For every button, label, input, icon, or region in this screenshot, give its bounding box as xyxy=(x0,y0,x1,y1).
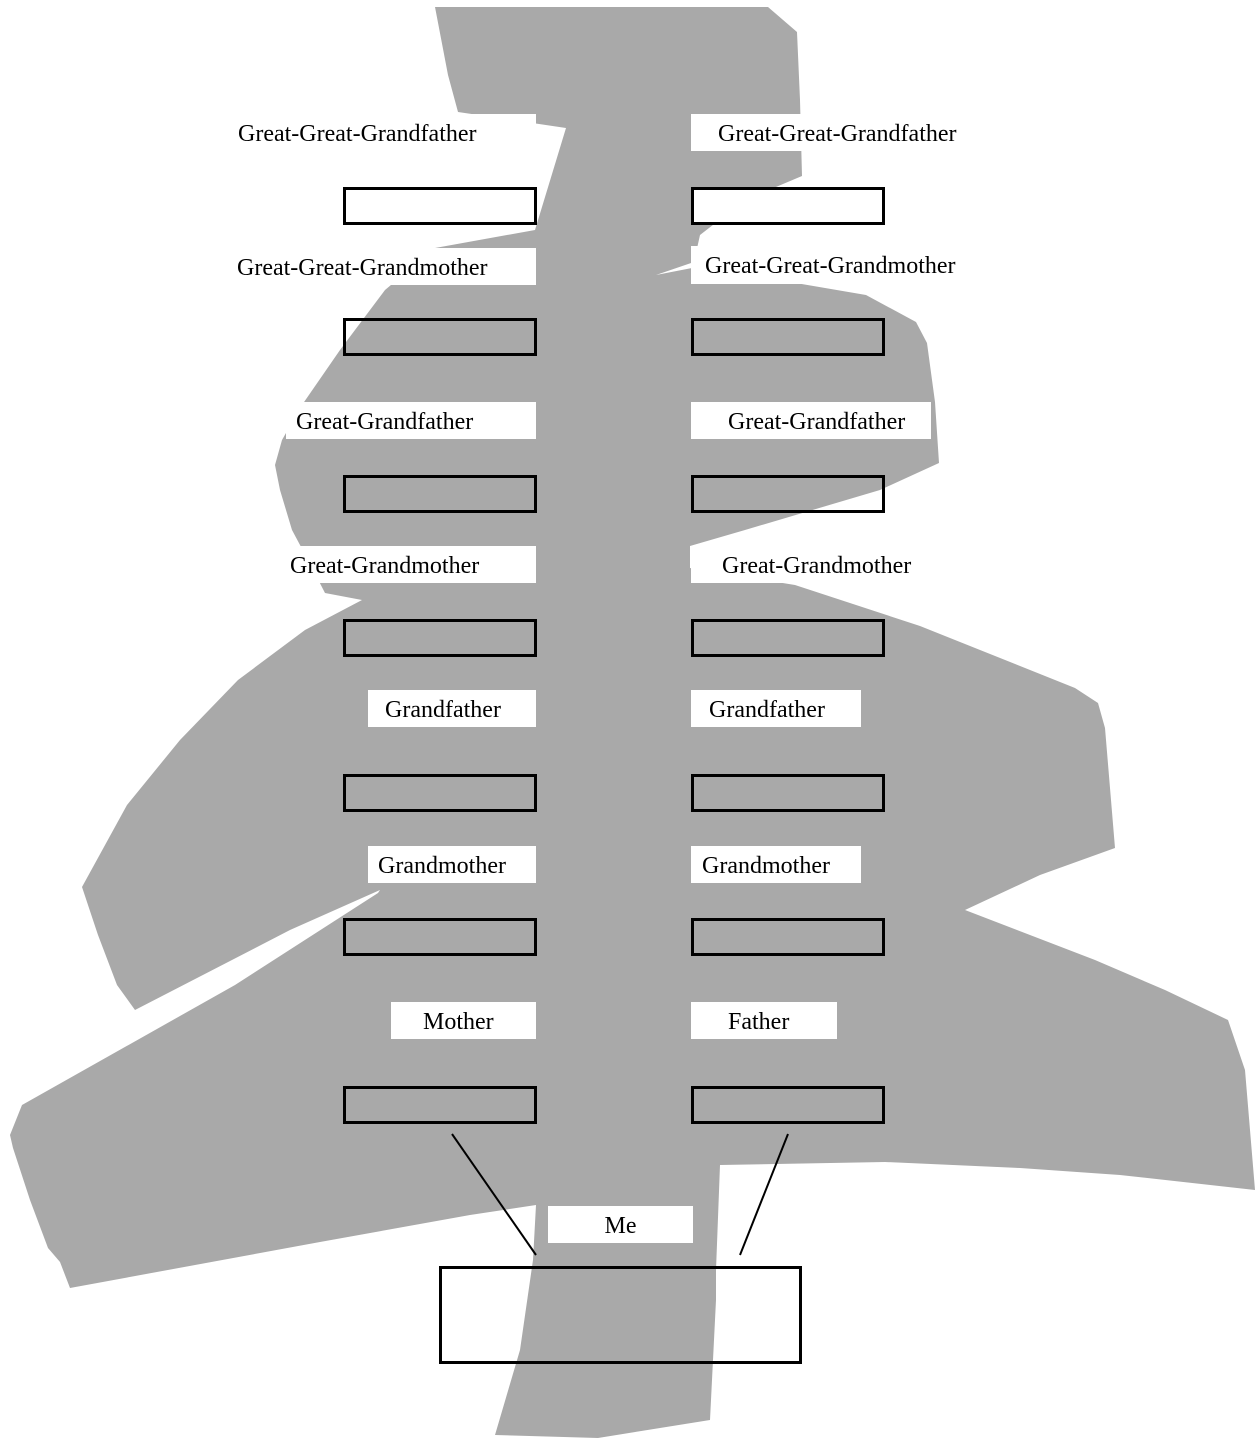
box-right-great-grandfather[interactable] xyxy=(691,475,885,513)
label-father: Father xyxy=(691,1002,837,1039)
box-right-grandfather[interactable] xyxy=(691,774,885,812)
box-right-great-grandmother[interactable] xyxy=(691,619,885,657)
mother-connector-line xyxy=(451,1133,537,1256)
box-me[interactable] xyxy=(439,1266,802,1364)
box-left-great-great-grandfather[interactable] xyxy=(343,187,537,225)
label-right-grandfather: Grandfather xyxy=(691,690,861,727)
box-left-great-great-grandmother[interactable] xyxy=(343,318,537,356)
label-left-great-grandmother: Great-Grandmother xyxy=(286,546,536,583)
box-right-great-great-grandfather[interactable] xyxy=(691,187,885,225)
box-father[interactable] xyxy=(691,1086,885,1124)
label-right-great-grandmother: Great-Grandmother xyxy=(691,546,941,583)
label-left-grandmother: Grandmother xyxy=(368,846,536,883)
label-left-great-great-grandfather: Great-Great-Grandfather xyxy=(236,114,536,151)
tree-crown-shape xyxy=(10,7,1255,1438)
label-right-great-great-grandmother: Great-Great-Grandmother xyxy=(691,246,991,284)
box-right-grandmother[interactable] xyxy=(691,918,885,956)
label-left-grandfather: Grandfather xyxy=(368,690,536,727)
box-right-great-great-grandmother[interactable] xyxy=(691,318,885,356)
label-left-great-grandfather: Great-Grandfather xyxy=(286,402,536,439)
label-left-great-great-grandmother: Great-Great-Grandmother xyxy=(236,248,536,285)
box-left-great-grandfather[interactable] xyxy=(343,475,537,513)
box-left-grandmother[interactable] xyxy=(343,918,537,956)
box-left-grandfather[interactable] xyxy=(343,774,537,812)
label-me: Me xyxy=(548,1206,693,1243)
label-mother: Mother xyxy=(391,1002,536,1039)
box-mother[interactable] xyxy=(343,1086,537,1124)
label-right-great-grandfather: Great-Grandfather xyxy=(691,402,931,439)
box-left-great-grandmother[interactable] xyxy=(343,619,537,657)
father-connector-line xyxy=(739,1133,789,1256)
label-right-great-great-grandfather: Great-Great-Grandfather xyxy=(691,114,991,151)
label-right-grandmother: Grandmother xyxy=(691,846,861,883)
